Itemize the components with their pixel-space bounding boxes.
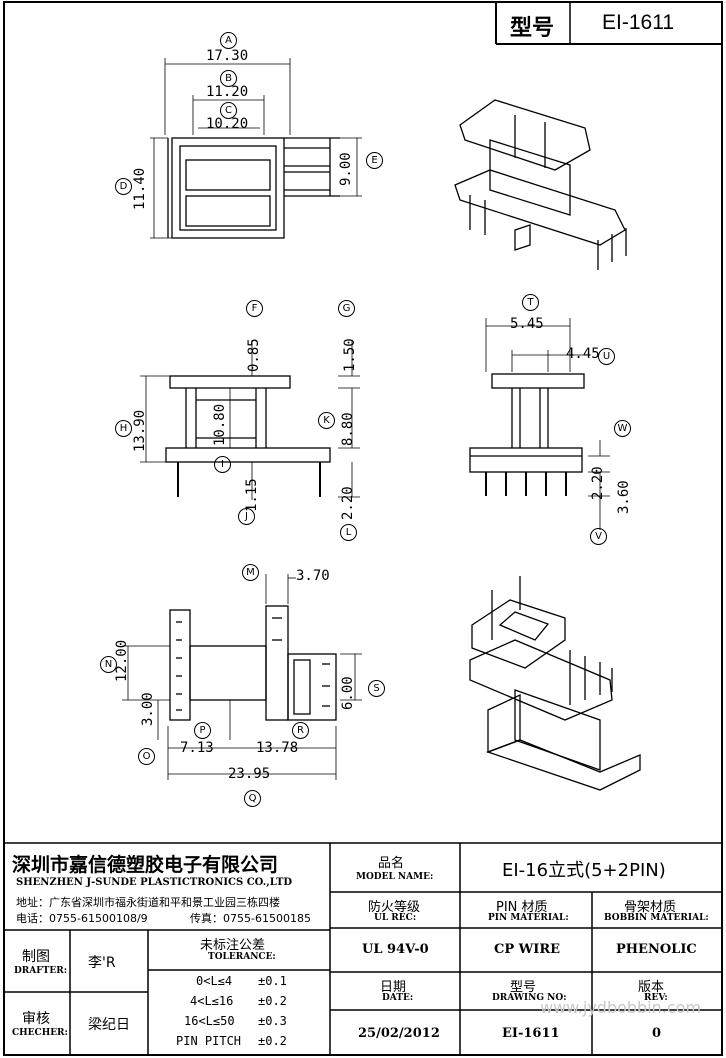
- tolerance-cn: 未标注公差: [200, 938, 266, 953]
- marker-q: Q: [244, 790, 261, 807]
- tolerance-value-1: ±0.2: [258, 994, 287, 1008]
- dim-side-3: 3.60: [616, 480, 632, 514]
- marker-n: N: [100, 656, 117, 673]
- model-name-cn: 品名: [378, 856, 405, 871]
- date-en: DATE:: [382, 993, 414, 1003]
- dim-bottom-4: 7.13: [180, 740, 214, 756]
- dim-bottom-0: 3.70: [296, 568, 330, 584]
- tolerance-value-2: ±0.3: [258, 1014, 287, 1028]
- marker-c: C: [220, 102, 237, 119]
- marker-s: S: [368, 680, 385, 697]
- dim-front-4: 8.80: [340, 412, 356, 446]
- tolerance-range-1: 4<L≤16: [190, 994, 234, 1008]
- marker-i: I: [214, 456, 231, 473]
- iso-view-1: [454, 99, 627, 270]
- marker-r: R: [292, 722, 309, 739]
- dim-top-1: 11.20: [206, 84, 249, 100]
- date-value: 25/02/2012: [358, 1026, 440, 1041]
- tolerance-value-0: ±0.1: [258, 974, 287, 988]
- drafter-cn: 制图: [22, 949, 50, 965]
- tolerance-en: TOLERANCE:: [208, 952, 276, 962]
- dim-bottom-5: 13.78: [256, 740, 299, 756]
- ul-rec-cn: 防火等级: [368, 900, 421, 915]
- drafter-value: 李'R: [88, 955, 116, 971]
- rev-cn: 版本: [638, 980, 665, 995]
- bobbin-material-value: PHENOLIC: [616, 942, 697, 957]
- tolerance-range-2: 16<L≤50: [184, 1014, 235, 1028]
- pin-material-en: PIN MATERIAL:: [488, 913, 569, 923]
- marker-e: E: [366, 152, 383, 169]
- company-name-cn: 深圳市嘉信德塑胶电子有限公司: [12, 854, 279, 876]
- date-cn: 日期: [380, 980, 407, 995]
- marker-l: L: [340, 524, 357, 541]
- marker-h: H: [115, 420, 132, 437]
- company-address: 地址：广东省深圳市福永街道和平和景工业园三栋四楼: [16, 896, 280, 909]
- dim-top-2: 10.20: [206, 116, 249, 132]
- marker-d: D: [115, 178, 132, 195]
- model-name-value: EI-16立式(5+2PIN): [502, 860, 666, 881]
- tolerance-value-3: ±0.2: [258, 1034, 287, 1048]
- title-block-grid: [4, 842, 722, 1055]
- marker-m: M: [242, 564, 259, 581]
- drawing-no-value: EI-1611: [502, 1026, 560, 1041]
- dim-top-4: 9.00: [338, 152, 354, 186]
- marker-g: G: [338, 300, 355, 317]
- marker-w: W: [614, 420, 631, 437]
- dim-front-0: 0.85: [246, 338, 262, 372]
- rev-en: REV:: [644, 993, 668, 1003]
- checker-en: CHECHER:: [12, 1028, 68, 1038]
- marker-f: F: [246, 300, 263, 317]
- pin-material-value: CP WIRE: [494, 942, 561, 957]
- dim-bottom-2: 6.00: [340, 676, 356, 710]
- dim-front-5: 1.15: [244, 478, 260, 512]
- front-view: [140, 340, 360, 500]
- marker-k: K: [318, 412, 335, 429]
- dim-bottom-6: 23.95: [228, 766, 271, 782]
- iso-view-2: [469, 576, 641, 791]
- dim-top-0: 17.30: [206, 48, 249, 64]
- pin-material-cn: PIN 材质: [496, 900, 548, 915]
- drafter-en: DRAFTER:: [14, 966, 68, 976]
- dim-bottom-3: 3.00: [140, 692, 156, 726]
- bobbin-material-en: BOBBIN MATERIAL:: [604, 913, 709, 923]
- top-view: [150, 58, 362, 239]
- marker-j: J: [238, 508, 255, 525]
- dim-front-3: 10.80: [212, 403, 228, 446]
- marker-v: V: [590, 528, 607, 545]
- drawing-no-cn: 型号: [510, 980, 537, 995]
- marker-u: U: [598, 348, 615, 365]
- checker-value: 梁纪日: [88, 1017, 130, 1033]
- bottom-view: [122, 574, 362, 780]
- marker-t: T: [522, 294, 539, 311]
- dim-front-2: 13.90: [132, 409, 148, 452]
- ul-rec-value: UL 94V-0: [362, 942, 429, 957]
- marker-p: P: [194, 722, 211, 739]
- model-box-value: EI-1611: [602, 11, 674, 34]
- dim-side-2: 2.20: [590, 466, 606, 500]
- marker-a: A: [220, 32, 237, 49]
- side-view: [469, 318, 610, 530]
- tolerance-range-3: PIN PITCH: [176, 1034, 242, 1048]
- company-fax: 传真：0755-61500185: [190, 912, 311, 925]
- checker-cn: 审核: [22, 1011, 50, 1027]
- dim-top-3: 11.40: [132, 167, 148, 210]
- dim-side-0: 5.45: [510, 316, 544, 332]
- tolerance-range-0: 0<L≤4: [196, 974, 233, 988]
- dim-front-1: 1.50: [342, 338, 358, 372]
- marker-b: B: [220, 70, 237, 87]
- dim-side-1: 4.45: [566, 346, 600, 362]
- drawing-no-en: DRAWING NO:: [492, 993, 567, 1003]
- rev-value: 0: [652, 1026, 662, 1041]
- company-tel: 电话：0755-61500108/9: [16, 912, 148, 925]
- model-box-label: 型号: [510, 16, 555, 41]
- bobbin-material-cn: 骨架材质: [624, 900, 677, 915]
- model-name-en: MODEL NAME:: [356, 872, 434, 882]
- dim-front-6: 2.20: [340, 486, 356, 520]
- ul-rec-en: UL REC:: [374, 913, 417, 923]
- watermark: www.jydbobbin.com: [540, 998, 702, 1017]
- marker-o: O: [138, 748, 155, 765]
- company-name-en: SHENZHEN J-SUNDE PLASTICTRONICS CO.,LTD: [16, 877, 293, 888]
